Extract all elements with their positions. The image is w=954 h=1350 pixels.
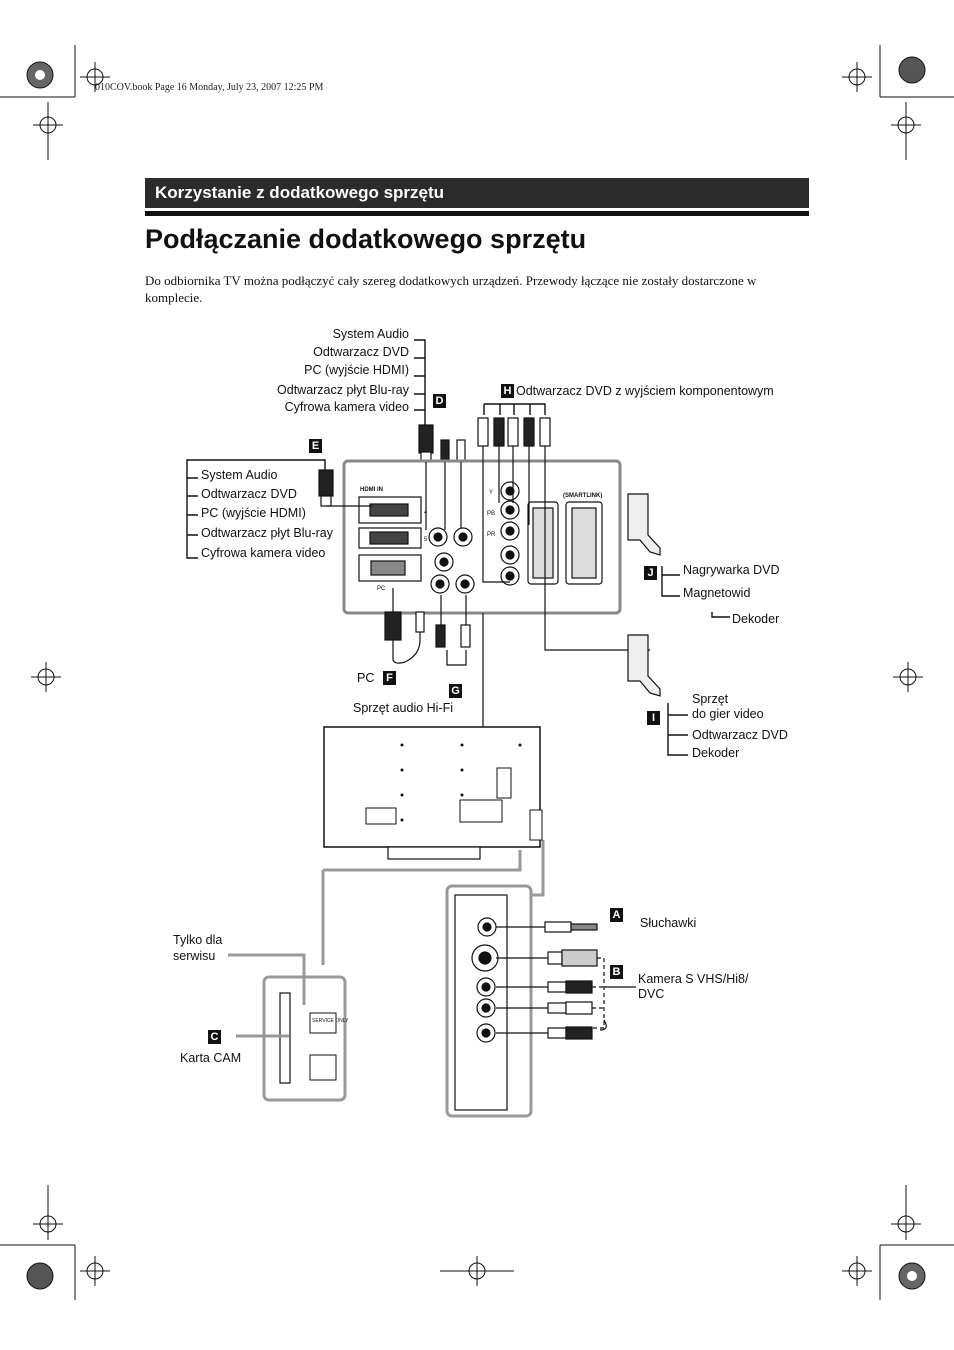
i-item-decoder: Dekoder (692, 746, 740, 760)
book-header-line: 010COV.book Page 16 Monday, July 23, 200… (95, 82, 324, 93)
d-item-pc-hdmi: PC (wyjście HDMI) (304, 363, 409, 377)
j-item-dvd-recorder: Nagrywarka DVD (683, 563, 780, 577)
panel-pr-label: PR (487, 532, 496, 538)
panel-smartlink-label: (SMARTLINK) (563, 493, 602, 499)
letter-d-badge: D (433, 394, 446, 408)
letter-f-badge: F (383, 671, 396, 685)
b-label-line2: DVC (638, 987, 665, 1001)
section-title: Korzystanie z dodatkowego sprzętu (155, 183, 445, 202)
panel-hdmi-5-label: 5 (424, 537, 428, 543)
panel-pc-label: PC (377, 586, 386, 592)
f-label-pc: PC (357, 671, 375, 685)
letter-c-badge: C (208, 1030, 221, 1044)
i-item-game-line1: Sprzęt (692, 692, 729, 706)
d-item-bluray: Odtwarzacz płyt Blu-ray (277, 383, 409, 397)
i-item-dvd-player: Odtwarzacz DVD (692, 728, 788, 742)
e-item-camcorder: Cyfrowa kamera video (201, 546, 326, 560)
h-label-component-dvd: Odtwarzacz DVD z wyjściem komponentowym (516, 384, 774, 398)
section-rule (145, 211, 809, 216)
letter-g-badge: G (449, 684, 462, 698)
service-label-line2: serwisu (173, 949, 216, 963)
letter-b-badge: B (610, 965, 623, 979)
j-item-decoder: Dekoder (732, 612, 780, 626)
panel-hdmi-in-label: HDMI IN (360, 487, 383, 493)
letter-a-badge: A (610, 908, 623, 922)
d-item-system-audio: System Audio (332, 327, 409, 341)
d-item-camcorder: Cyfrowa kamera video (284, 400, 409, 414)
e-item-system-audio: System Audio (201, 468, 278, 482)
intro-paragraph: Do odbiornika TV można podłączyć cały sz… (145, 273, 757, 305)
e-item-dvd-player: Odtwarzacz DVD (201, 487, 297, 501)
g-label-hifi: Sprzęt audio Hi-Fi (353, 701, 454, 715)
panel-service-only-label: SERVICE ONLY (312, 1018, 349, 1024)
service-label-line1: Tylko dla (173, 933, 223, 947)
d-item-dvd-player: Odtwarzacz DVD (313, 345, 409, 359)
letter-i-badge: I (647, 711, 660, 725)
j-item-vcr: Magnetowid (683, 586, 751, 600)
panel-y-label: Y (489, 490, 493, 496)
section-header: Korzystanie z dodatkowego sprzętu (145, 178, 809, 208)
a-label-headphones: Słuchawki (640, 916, 697, 930)
letter-h-badge: H (501, 384, 514, 398)
letter-j-badge: J (644, 566, 657, 580)
b-label-line1: Kamera S VHS/Hi8/ (638, 972, 749, 986)
panel-pb-label: PB (487, 511, 495, 517)
c-label-cam-card: Karta CAM (180, 1051, 242, 1065)
e-item-bluray: Odtwarzacz płyt Blu-ray (201, 526, 333, 540)
letter-e-badge: E (309, 439, 322, 453)
page-title: Podłączanie dodatkowego sprzętu (145, 224, 587, 254)
i-item-game-line2: do gier video (692, 707, 764, 721)
e-item-pc-hdmi: PC (wyjście HDMI) (201, 506, 306, 520)
